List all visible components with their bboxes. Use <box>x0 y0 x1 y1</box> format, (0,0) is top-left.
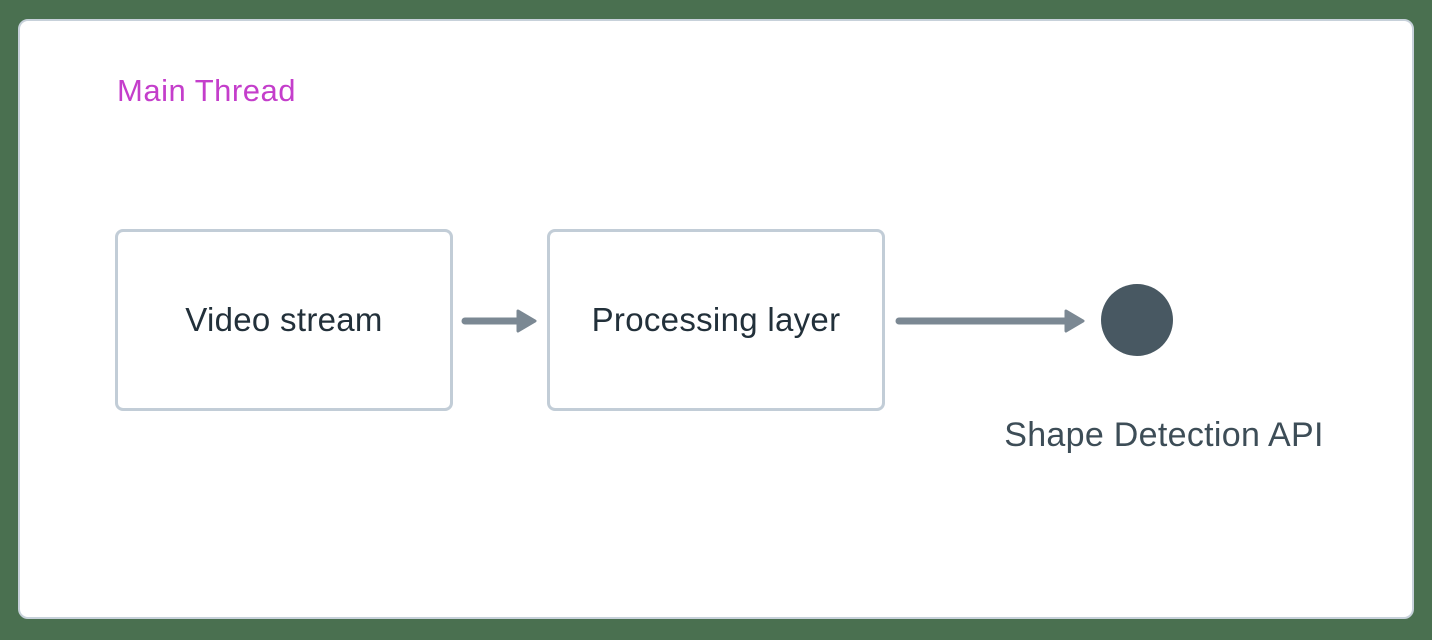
arrow-right-icon <box>461 309 537 333</box>
node-video-stream-label: Video stream <box>185 301 383 338</box>
node-shape-detection-circle <box>1101 284 1173 356</box>
node-processing-layer-label: Processing layer <box>591 301 841 338</box>
node-shape-detection-label: Shape Detection API <box>1004 416 1324 454</box>
node-processing-layer: Processing layer <box>547 229 885 411</box>
diagram-title: Main Thread <box>117 73 296 108</box>
node-video-stream: Video stream <box>115 229 453 411</box>
arrow-right-icon <box>895 309 1085 333</box>
